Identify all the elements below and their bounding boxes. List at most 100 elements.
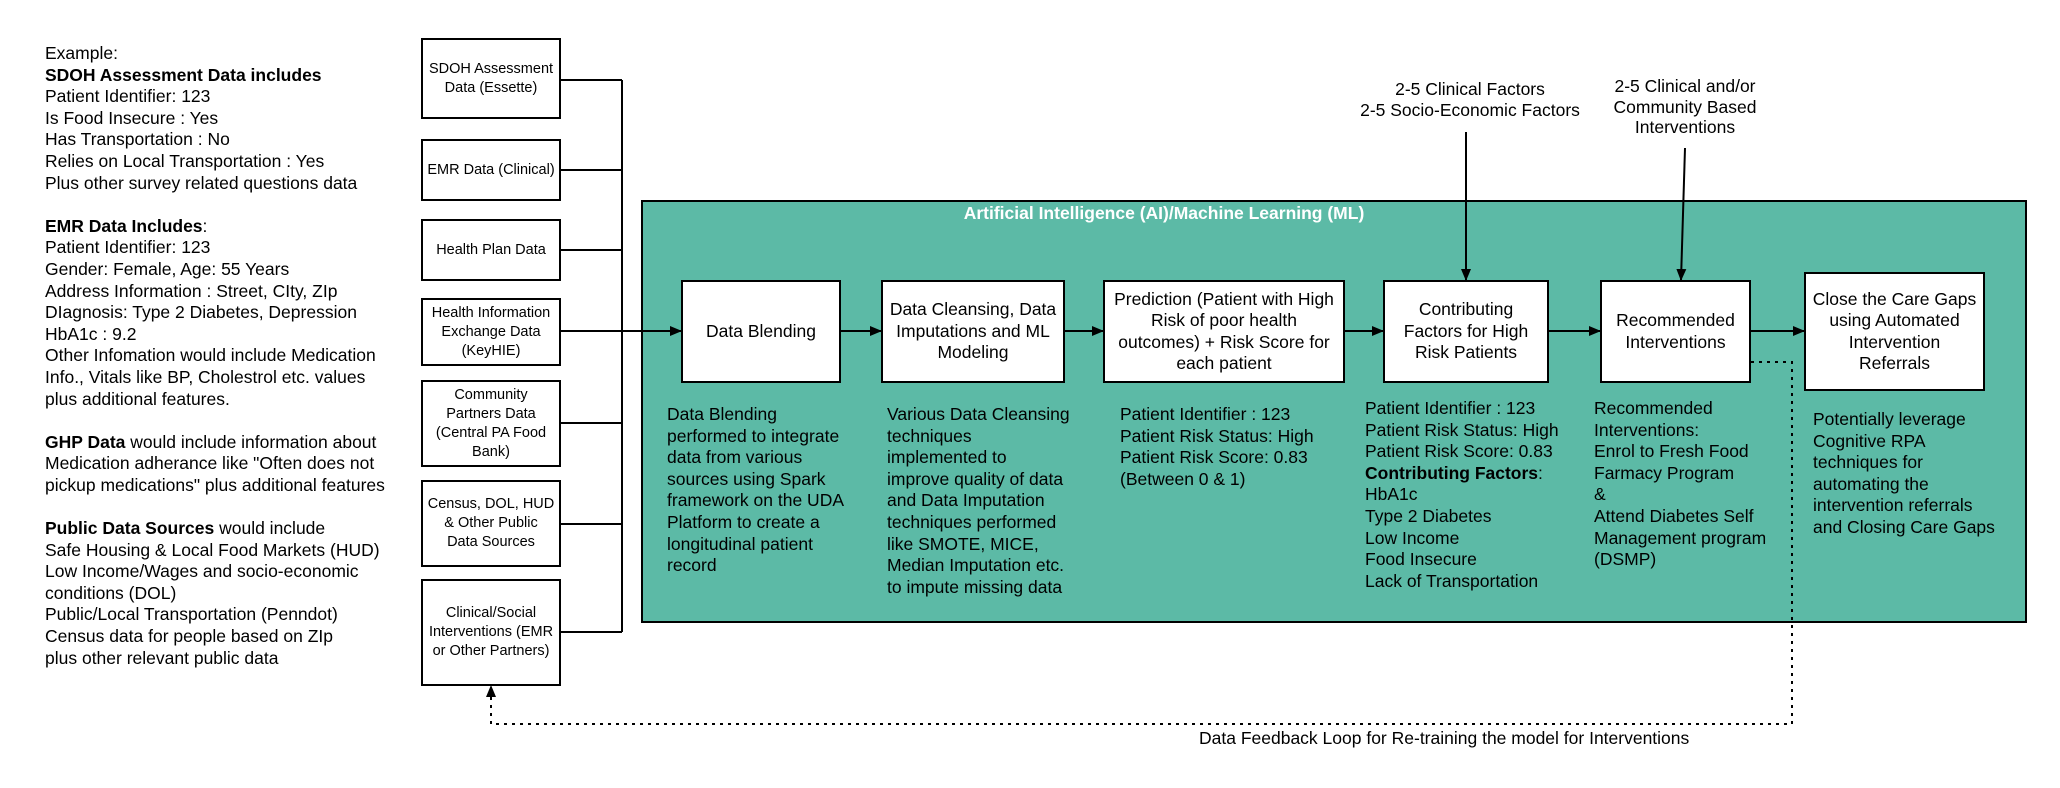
sdoh-line: Has Transportation : No — [45, 129, 230, 150]
emr-line: Info., Vitals like BP, Cholestrol etc. v… — [45, 366, 366, 387]
contributing-factors-heading: Contributing Factors — [1365, 462, 1539, 483]
interventions-input-line: 2-5 Clinical and/or — [1614, 76, 1756, 96]
public-line: Census data for people based on ZIp — [45, 626, 333, 647]
desc-data-blending: Data Blending performed to integrate dat… — [667, 404, 867, 577]
desc-line: techniques — [887, 425, 972, 446]
desc-line: (Between 0 & 1) — [1120, 468, 1246, 489]
desc-line: to impute missing data — [887, 576, 1063, 597]
panel-title: Artificial Intelligence (AI)/Machine Lea… — [963, 203, 1365, 223]
feedback-loop-label: Data Feedback Loop for Re-training the m… — [1199, 728, 1690, 748]
emr-heading-line: EMR Data Includes: — [45, 216, 415, 238]
emr-line: DIagnosis: Type 2 Diabetes, Depression — [45, 302, 357, 323]
ghp-line: pickup medications" plus additional feat… — [45, 474, 385, 495]
desc-recommended-interventions: Recommended Interventions: Enrol to Fres… — [1594, 398, 1794, 571]
desc-contributing-factors: Patient Identifier : 123 Patient Risk St… — [1365, 398, 1590, 592]
contributing-factors-colon: : — [1538, 462, 1543, 483]
sdoh-line: Relies on Local Transportation : Yes — [45, 150, 325, 171]
desc-line: Patient Risk Score: 0.83 — [1120, 447, 1308, 468]
step-recommended-interventions: Recommended Interventions — [1600, 280, 1751, 383]
desc-line: implemented to — [887, 447, 1007, 468]
sdoh-line: Is Food Insecure : Yes — [45, 107, 219, 128]
desc-line: techniques for — [1813, 452, 1923, 473]
sdoh-heading: SDOH Assessment Data includes — [45, 64, 322, 85]
public-line: conditions (DOL) — [45, 582, 177, 603]
desc-line: improve quality of data — [887, 468, 1064, 489]
interventions-input-line: Interventions — [1634, 117, 1736, 137]
desc-line: Type 2 Diabetes — [1365, 505, 1492, 526]
emr-line: Address Information : Street, CIty, ZIp — [45, 280, 338, 301]
emr-line: plus additional features. — [45, 388, 230, 409]
public-heading: Public Data Sources — [45, 518, 215, 539]
factors-input-line: 2-5 Clinical Factors — [1395, 79, 1545, 99]
source-box-interventions: Clinical/Social Interventions (EMR or Ot… — [421, 579, 561, 686]
emr-line: HbA1c : 9.2 — [45, 323, 137, 344]
desc-line: and Closing Care Gaps — [1813, 516, 1995, 537]
desc-line: (DSMP) — [1594, 549, 1657, 570]
desc-line: Low Income — [1365, 527, 1460, 548]
example-notes: Example: SDOH Assessment Data includes P… — [45, 43, 415, 669]
ghp-heading-rest: would include information about — [125, 431, 377, 452]
desc-line: Enrol to Fresh Food — [1594, 441, 1749, 462]
ghp-heading: GHP Data — [45, 431, 126, 452]
step-data-blending: Data Blending — [681, 280, 841, 383]
ghp-line: Medication adherance like "Often does no… — [45, 453, 375, 474]
public-line: Safe Housing & Local Food Markets (HUD) — [45, 539, 380, 560]
public-heading-rest: would include — [214, 518, 326, 539]
public-heading-line: Public Data Sources would include — [45, 518, 415, 540]
desc-line: and Data Imputation — [887, 490, 1045, 511]
interventions-input-line: Community Based — [1613, 96, 1757, 117]
desc-line: Various Data Cleansing — [887, 404, 1070, 424]
emr-line: Other Infomation would include Medicatio… — [45, 345, 376, 366]
desc-line: Cognitive RPA — [1813, 430, 1926, 451]
sdoh-line: Patient Identifier: 123 — [45, 86, 211, 107]
desc-line: automating the — [1813, 473, 1929, 494]
desc-line: performed to integrate — [667, 425, 840, 446]
desc-line: Data Blending — [667, 404, 777, 424]
source-box-health-plan: Health Plan Data — [421, 219, 561, 281]
desc-line: like SMOTE, MICE, — [887, 533, 1039, 554]
emr-line: Patient Identifier: 123 — [45, 237, 211, 258]
public-line: Low Income/Wages and socio-economic — [45, 561, 359, 582]
public-line: Public/Local Transportation (Penndot) — [45, 604, 338, 625]
source-box-hie: Health Information Exchange Data (KeyHIE… — [421, 298, 561, 366]
step-prediction: Prediction (Patient with High Risk of po… — [1103, 280, 1345, 383]
step-data-cleansing: Data Cleansing, Data Imputations and ML … — [881, 280, 1065, 383]
sdoh-line: Plus other survey related questions data — [45, 172, 358, 193]
ai-ml-panel — [641, 200, 2027, 623]
desc-line: Patient Risk Score: 0.83 — [1365, 441, 1553, 462]
factors-input-line: 2-5 Socio-Economic Factors — [1360, 99, 1580, 120]
desc-line: Food Insecure — [1365, 549, 1477, 570]
example-label: Example: — [45, 43, 118, 63]
desc-line: Farmacy Program — [1594, 462, 1735, 483]
emr-line: Gender: Female, Age: 55 Years — [45, 258, 290, 279]
source-box-emr: EMR Data (Clinical) — [421, 139, 561, 201]
desc-line: Median Imputation etc. — [887, 555, 1065, 576]
feedback-loop-arrow — [486, 361, 1793, 725]
public-line: plus other relevant public data — [45, 647, 279, 668]
interventions-input-arrow — [1676, 147, 1687, 281]
desc-line: Interventions: — [1594, 419, 1700, 440]
step-close-care-gaps: Close the Care Gaps using Automated Inte… — [1804, 272, 1985, 391]
desc-line: Patient Identifier : 123 — [1365, 398, 1536, 418]
desc-line: sources using Spark — [667, 468, 826, 489]
desc-line: intervention referrals — [1813, 495, 1973, 516]
desc-data-cleansing: Various Data Cleansing techniques implem… — [887, 404, 1097, 598]
desc-line: Platform to create a — [667, 511, 820, 532]
desc-line: data from various — [667, 447, 803, 468]
source-box-public-data: Census, DOL, HUD & Other Public Data Sou… — [421, 480, 561, 567]
interventions-input-label: 2-5 Clinical and/or Community Based Inte… — [1580, 76, 1790, 138]
desc-line: Management program — [1594, 527, 1767, 548]
desc-line: Patient Risk Status: High — [1365, 419, 1559, 440]
emr-heading-colon: : — [202, 215, 208, 236]
factors-input-label: 2-5 Clinical Factors 2-5 Socio-Economic … — [1330, 79, 1610, 120]
desc-prediction: Patient Identifier : 123 Patient Risk St… — [1120, 404, 1340, 490]
desc-line: Attend Diabetes Self — [1594, 505, 1754, 526]
desc-line: longitudinal patient — [667, 533, 813, 554]
desc-heading-line: Contributing Factors: — [1365, 463, 1590, 485]
ghp-heading-line: GHP Data would include information about — [45, 432, 415, 454]
desc-close-care-gaps: Potentially leverage Cognitive RPA techn… — [1813, 409, 2013, 539]
desc-line: techniques performed — [887, 511, 1057, 532]
desc-line: Patient Identifier : 123 — [1120, 404, 1291, 424]
step-contributing-factors: Contributing Factors for High Risk Patie… — [1383, 280, 1549, 383]
